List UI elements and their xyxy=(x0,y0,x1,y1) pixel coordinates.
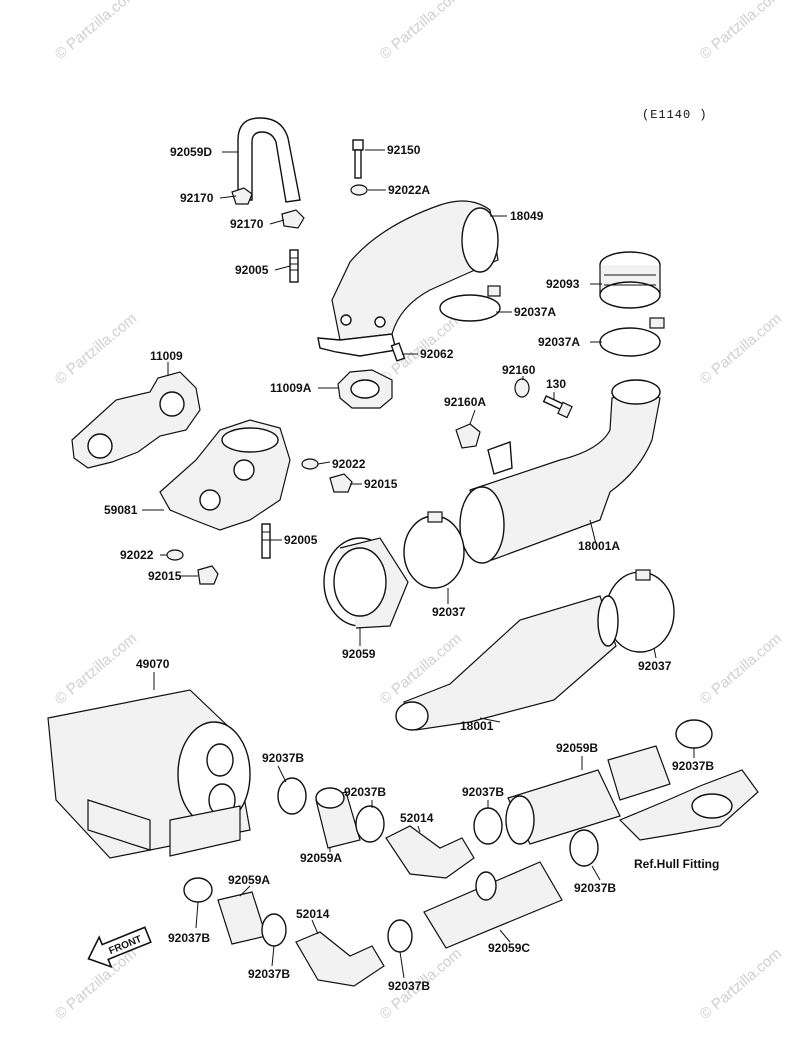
muffler-49070 xyxy=(47,689,251,859)
washer-92022 xyxy=(301,458,319,470)
part-label: 92037B xyxy=(248,967,290,981)
part-label: 92037B xyxy=(462,785,504,799)
stud-92005 xyxy=(289,249,299,283)
elbow-52014 xyxy=(295,931,385,987)
part-label: 92059A xyxy=(228,873,270,887)
nut-92160a xyxy=(455,423,481,449)
part-label: Ref.Hull Fitting xyxy=(634,857,719,871)
clamp-92037b xyxy=(355,805,385,843)
bolt-130 xyxy=(542,395,573,419)
part-label: 92150 xyxy=(387,143,421,157)
elbow-52014 xyxy=(385,825,475,879)
part-label: 52014 xyxy=(296,907,330,921)
leader-lines xyxy=(142,149,695,979)
tube-92059a xyxy=(217,891,267,945)
clamp-92037b xyxy=(473,807,503,845)
part-label: 92093 xyxy=(546,277,580,291)
part-label: 92059 xyxy=(342,647,376,661)
watermark: © Partzilla.com xyxy=(697,0,785,63)
part-label: 92037 xyxy=(638,659,672,673)
nut-92015 xyxy=(197,565,219,585)
pipe-18001 xyxy=(395,595,619,731)
part-label: 92170 xyxy=(180,191,214,205)
washer-92022a xyxy=(350,184,368,196)
clamp-92037-latch xyxy=(427,511,443,523)
watermark: © Partzilla.com xyxy=(697,945,785,1023)
part-label: 92015 xyxy=(364,477,398,491)
part-label: 92022 xyxy=(120,548,154,562)
part-label: 92037 xyxy=(432,605,466,619)
nut-92015 xyxy=(329,473,353,493)
part-label: 92037B xyxy=(388,979,430,993)
clip-92170 xyxy=(281,209,305,229)
watermark: © Partzilla.com xyxy=(697,630,785,708)
part-labels: 92059D 92170 92170 92005 92150 92022A 18… xyxy=(104,143,719,993)
clamp-92037b xyxy=(675,719,713,749)
part-label: 11009 xyxy=(150,349,183,363)
stud-92005 xyxy=(261,523,271,559)
part-label: 92022 xyxy=(332,457,366,471)
washer-92160 xyxy=(514,378,530,398)
clamp-92037a xyxy=(599,317,665,357)
part-label: 92059D xyxy=(170,145,212,159)
part-label: 11009A xyxy=(270,381,312,395)
part-label: 92037A xyxy=(514,305,556,319)
hull-fitting xyxy=(618,769,759,841)
clip-92170 xyxy=(231,187,253,205)
part-label: 92062 xyxy=(420,347,454,361)
part-label: 92059A xyxy=(300,851,342,865)
clamp-92037b xyxy=(387,919,413,953)
tube-92059b xyxy=(505,745,671,845)
part-label: 18049 xyxy=(510,209,544,223)
manifold-59081 xyxy=(159,419,291,531)
part-label: 92005 xyxy=(235,263,269,277)
reference-code: (E1140 ) xyxy=(642,108,708,122)
clamp-92037b xyxy=(183,877,213,903)
clamp-92037a xyxy=(439,285,501,322)
part-label: 92037B xyxy=(574,881,616,895)
part-label: 18001 xyxy=(460,719,494,733)
part-label: 59081 xyxy=(104,503,138,517)
part-label: 49070 xyxy=(136,657,170,671)
part-label: 92160A xyxy=(444,395,486,409)
part-label: 92059B xyxy=(556,741,598,755)
watermark: © Partzilla.com xyxy=(52,630,140,708)
part-label: 92037B xyxy=(344,785,386,799)
part-label: 92022A xyxy=(388,183,430,197)
part-label: 92015 xyxy=(148,569,182,583)
watermark: © Partzilla.com xyxy=(697,310,785,388)
part-label: 92170 xyxy=(230,217,264,231)
part-label: 92059C xyxy=(488,941,530,955)
part-label: 92160 xyxy=(502,363,536,377)
part-label: 92005 xyxy=(284,533,318,547)
part-label: 92037B xyxy=(262,751,304,765)
pin-92062 xyxy=(390,342,406,362)
watermark: © Partzilla.com xyxy=(377,0,465,63)
coupler-92059 xyxy=(323,537,409,629)
clamp-92037-latch xyxy=(635,569,651,581)
tube-92059a xyxy=(315,787,361,849)
washer-92022 xyxy=(166,549,184,561)
watermark: © Partzilla.com xyxy=(52,310,140,388)
bolt-92150 xyxy=(352,139,364,179)
part-label: 130 xyxy=(546,377,566,391)
hose-92059d xyxy=(237,117,301,203)
clamp-92037 xyxy=(403,515,465,589)
coupler-92093 xyxy=(599,251,661,309)
watermark: © Partzilla.com xyxy=(52,0,140,63)
pipe-18001a xyxy=(459,379,661,564)
tube-92059c xyxy=(423,861,563,949)
part-label: 18001A xyxy=(578,539,620,553)
exhaust-pipe-18049 xyxy=(317,200,499,357)
part-label: 92037A xyxy=(538,335,580,349)
part-label: 92037B xyxy=(168,931,210,945)
clamp-92037b xyxy=(261,913,287,947)
clamp-92037b xyxy=(277,777,307,815)
clamp-92037b xyxy=(569,829,599,867)
part-label: 52014 xyxy=(400,811,434,825)
part-label: 92037B xyxy=(672,759,714,773)
